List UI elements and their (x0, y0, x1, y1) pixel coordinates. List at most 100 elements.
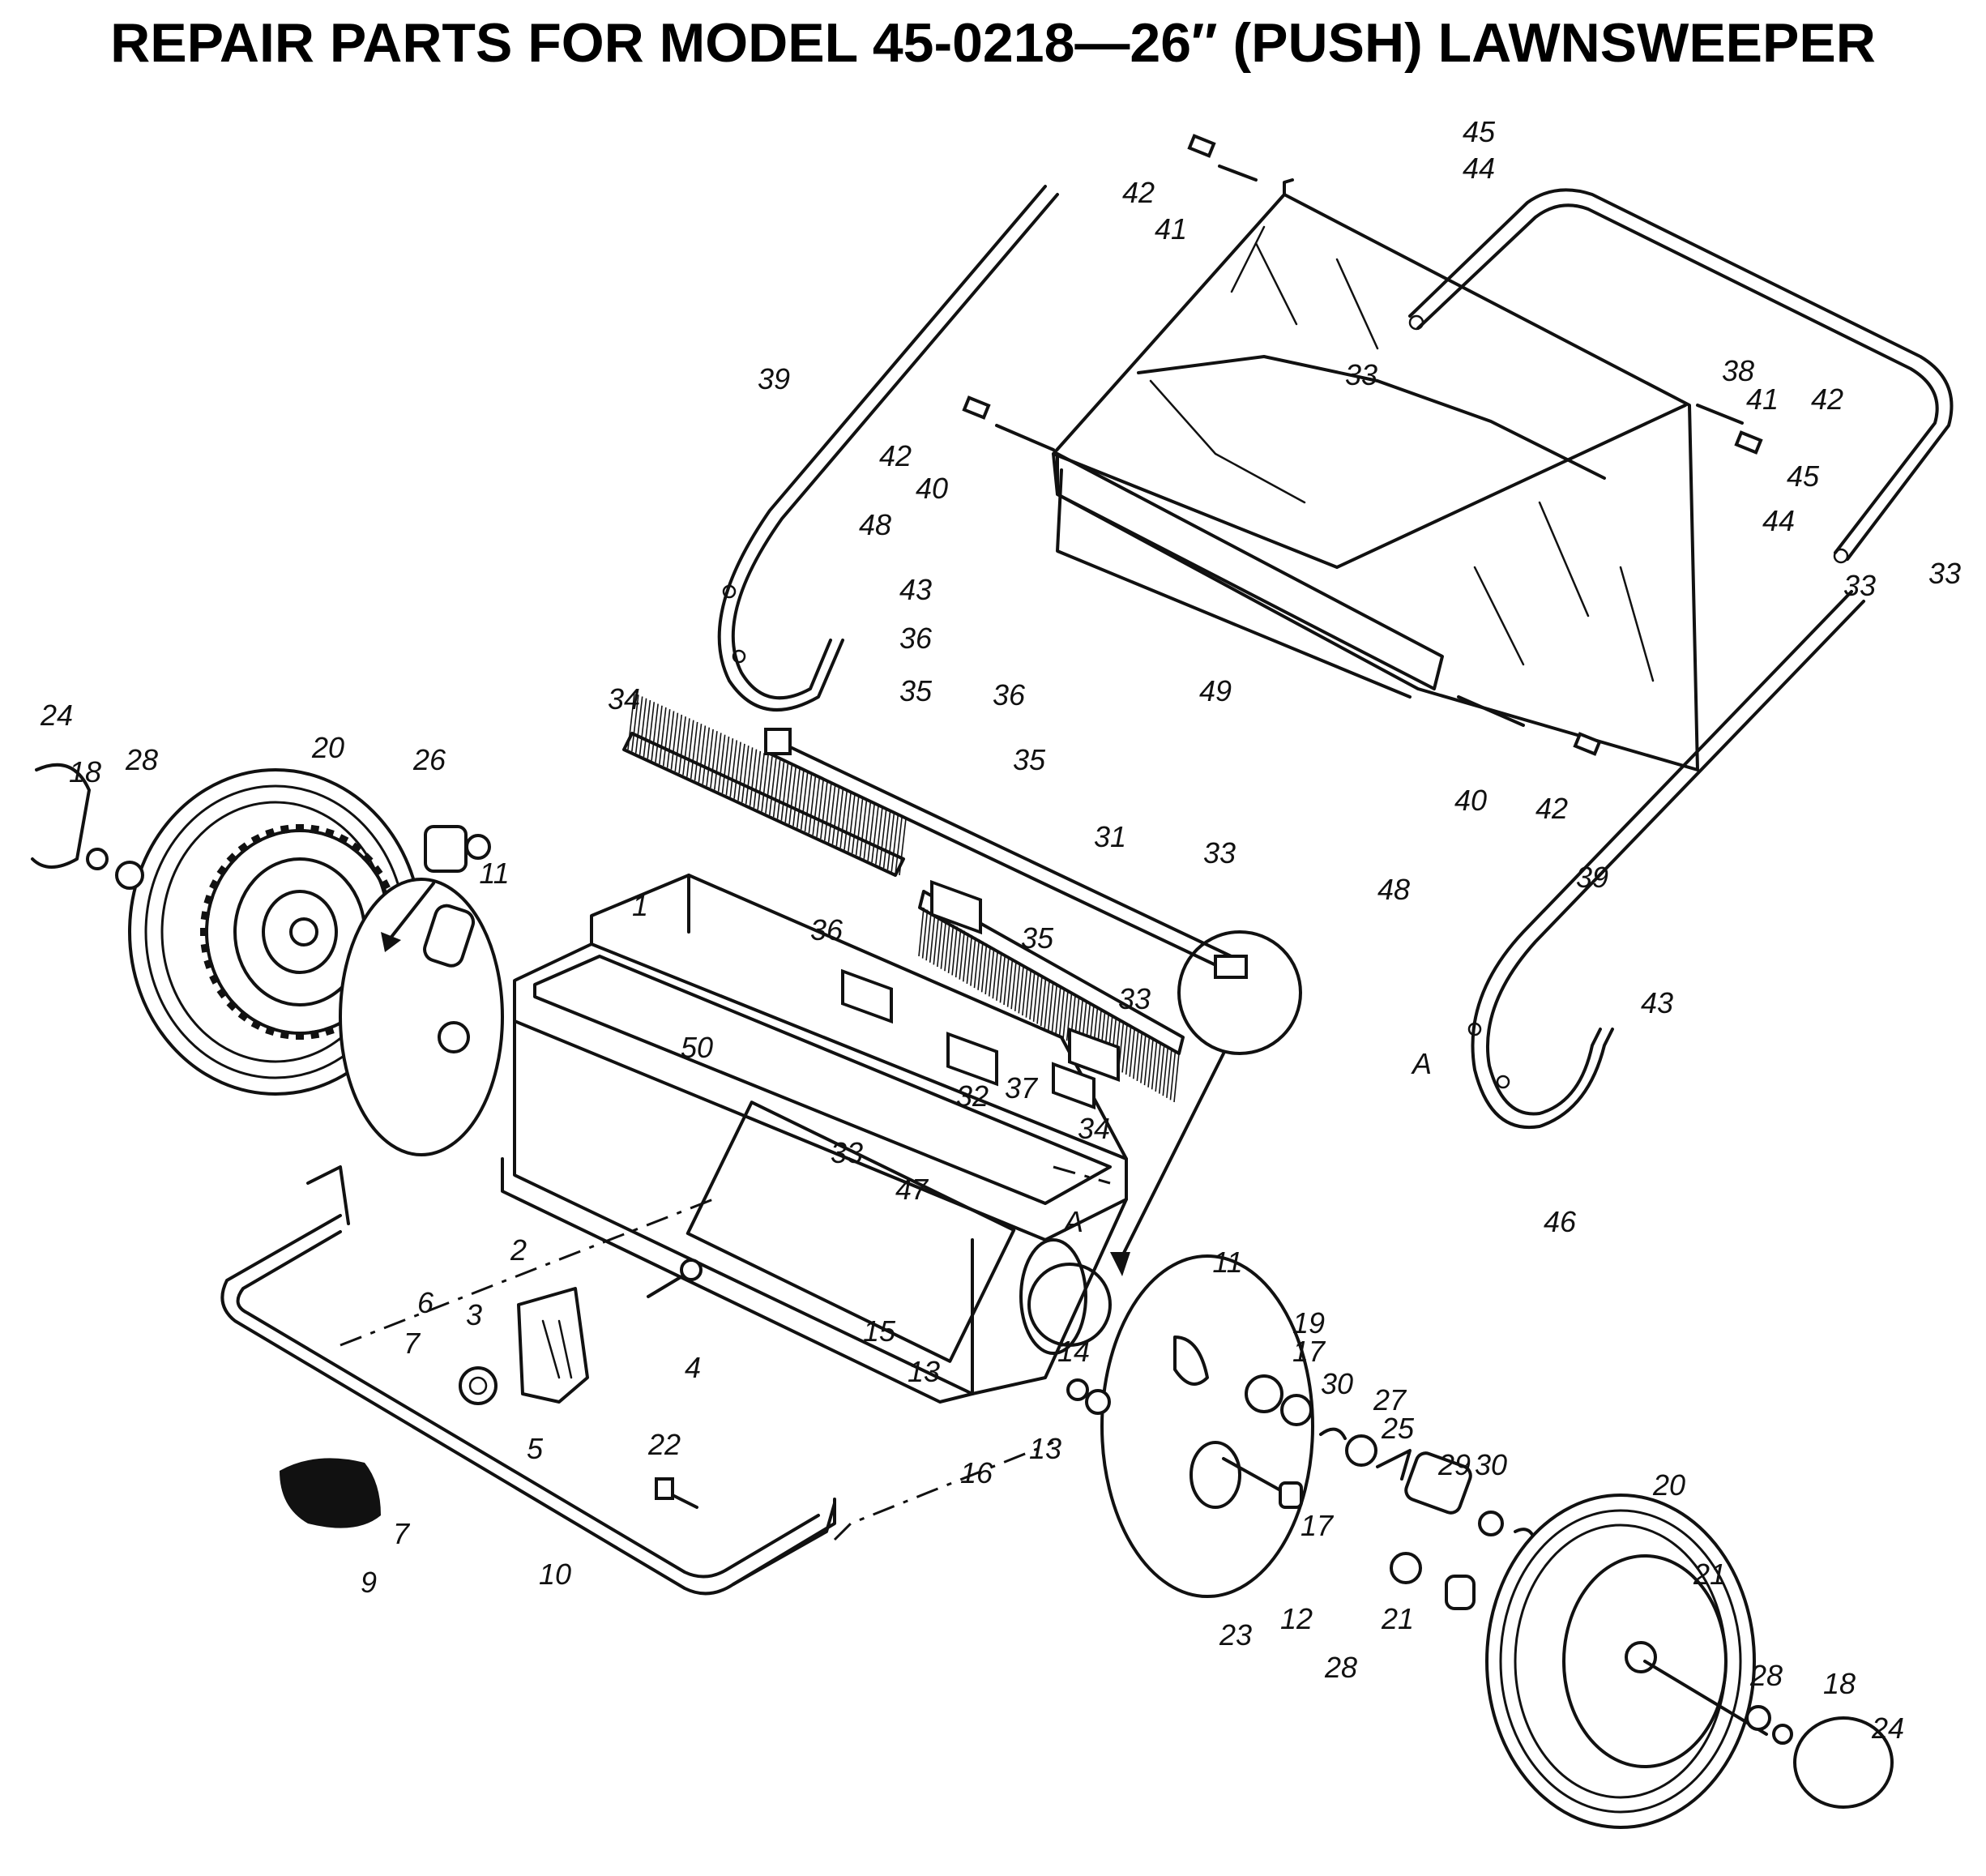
clip-30-a (1319, 1427, 1347, 1440)
callout-39: 39 (1576, 861, 1608, 894)
callout-11: 11 (1212, 1246, 1242, 1279)
callout-36: 36 (810, 913, 844, 947)
callout-35: 35 (1021, 921, 1054, 955)
callout-42: 42 (1535, 792, 1568, 825)
page-title: REPAIR PARTS FOR MODEL 45-0218—26″ (PUSH… (110, 12, 1876, 74)
callout-24: 24 (40, 699, 73, 732)
callout-42: 42 (1122, 176, 1155, 209)
drive-disc-right (1100, 1254, 1314, 1598)
callout-4: 4 (685, 1351, 701, 1384)
callout-34: 34 (1078, 1112, 1110, 1145)
callout-30: 30 (1321, 1367, 1353, 1400)
callout-24: 24 (1871, 1711, 1904, 1745)
callout-39: 39 (758, 362, 790, 395)
alignment-line-a (833, 1441, 1054, 1541)
callout-17: 17 (1292, 1335, 1326, 1368)
brush-holders (841, 879, 1120, 1110)
callout-27: 27 (1373, 1383, 1407, 1417)
bushing-21 (1445, 1575, 1476, 1610)
callout-6: 6 (417, 1286, 434, 1319)
bag-rods (962, 134, 1763, 756)
brush-bar (764, 728, 1248, 979)
callout-33: 33 (1345, 358, 1377, 391)
callout-30: 30 (1475, 1448, 1507, 1481)
callout-A: A (1062, 1205, 1083, 1238)
washer-17-a (1280, 1394, 1313, 1426)
callout-42: 42 (879, 439, 912, 472)
callout-47: 47 (895, 1173, 929, 1206)
callout-2: 2 (510, 1233, 527, 1267)
callout-44: 44 (1463, 152, 1495, 185)
callout-28: 28 (125, 743, 158, 776)
callout-31: 31 (1094, 820, 1126, 853)
callout-26: 26 (412, 743, 446, 776)
callout-A: A (1411, 1047, 1432, 1080)
callout-28: 28 (1324, 1651, 1357, 1684)
wheel-right (1485, 1494, 1756, 1829)
callout-48: 48 (859, 508, 891, 541)
callout-49: 49 (1199, 674, 1232, 707)
washer-29 (1478, 1511, 1504, 1536)
knob (459, 1366, 498, 1405)
callout-35: 35 (1013, 743, 1046, 776)
callout-20: 20 (311, 731, 344, 764)
adjust-plate (517, 1287, 589, 1404)
spring-27 (1376, 1449, 1412, 1481)
callout-33: 33 (831, 1136, 863, 1169)
callout-34: 34 (608, 682, 640, 716)
detail-circle-lower (1027, 1263, 1112, 1347)
callout-36: 36 (993, 678, 1026, 712)
brush-lower (918, 890, 1185, 1103)
brush-upper (622, 692, 907, 877)
callout-11: 11 (479, 857, 509, 890)
callout-25: 25 (1381, 1412, 1415, 1445)
callout-45: 45 (1463, 115, 1496, 148)
washer-28-right (1390, 1552, 1422, 1584)
handle-grip (280, 1458, 381, 1528)
callout-7: 7 (404, 1327, 421, 1360)
clip-18-far (1772, 1724, 1793, 1745)
callout-46: 46 (1544, 1205, 1577, 1238)
adjust-bracket (220, 1165, 836, 1596)
callout-21: 21 (1693, 1558, 1726, 1591)
hubcap-left (31, 763, 91, 869)
callout-12: 12 (1280, 1602, 1313, 1635)
callout-5: 5 (527, 1432, 544, 1465)
callout-14: 14 (1057, 1335, 1090, 1368)
callout-28: 28 (1749, 1659, 1783, 1692)
callout-42: 42 (1811, 382, 1843, 416)
callout-29: 29 (1437, 1448, 1471, 1481)
callout-48: 48 (1377, 873, 1410, 906)
callout-1: 1 (632, 889, 648, 922)
callout-19: 19 (1292, 1306, 1325, 1340)
callout-3: 3 (466, 1298, 482, 1331)
nut-14 (1066, 1378, 1089, 1401)
callout-44: 44 (1762, 504, 1795, 537)
callout-43: 43 (1641, 986, 1673, 1019)
handle-right (1467, 590, 1865, 1130)
callout-18: 18 (69, 755, 101, 788)
callout-50: 50 (681, 1031, 713, 1064)
callout-23: 23 (1219, 1618, 1252, 1652)
grass-bag (1052, 178, 1699, 771)
alignment-line-b (340, 1198, 714, 1347)
callout-9: 9 (361, 1566, 377, 1599)
callout-35: 35 (899, 674, 933, 707)
washer-17-b (1345, 1434, 1377, 1467)
handle-bail (1408, 188, 1954, 564)
callout-33: 33 (1118, 982, 1151, 1015)
handle-left (717, 185, 1059, 712)
drive-disc-left (339, 878, 504, 1156)
callout-40: 40 (916, 472, 948, 505)
callout-45: 45 (1787, 459, 1820, 493)
callout-18: 18 (1823, 1667, 1856, 1700)
callout-7: 7 (393, 1517, 411, 1550)
callout-33: 33 (1203, 836, 1236, 870)
callout-33: 33 (1843, 569, 1876, 602)
washer-28-far (1745, 1705, 1771, 1731)
washer-28-left (115, 861, 144, 890)
callout-37: 37 (1005, 1071, 1039, 1105)
callout-10: 10 (539, 1558, 571, 1591)
